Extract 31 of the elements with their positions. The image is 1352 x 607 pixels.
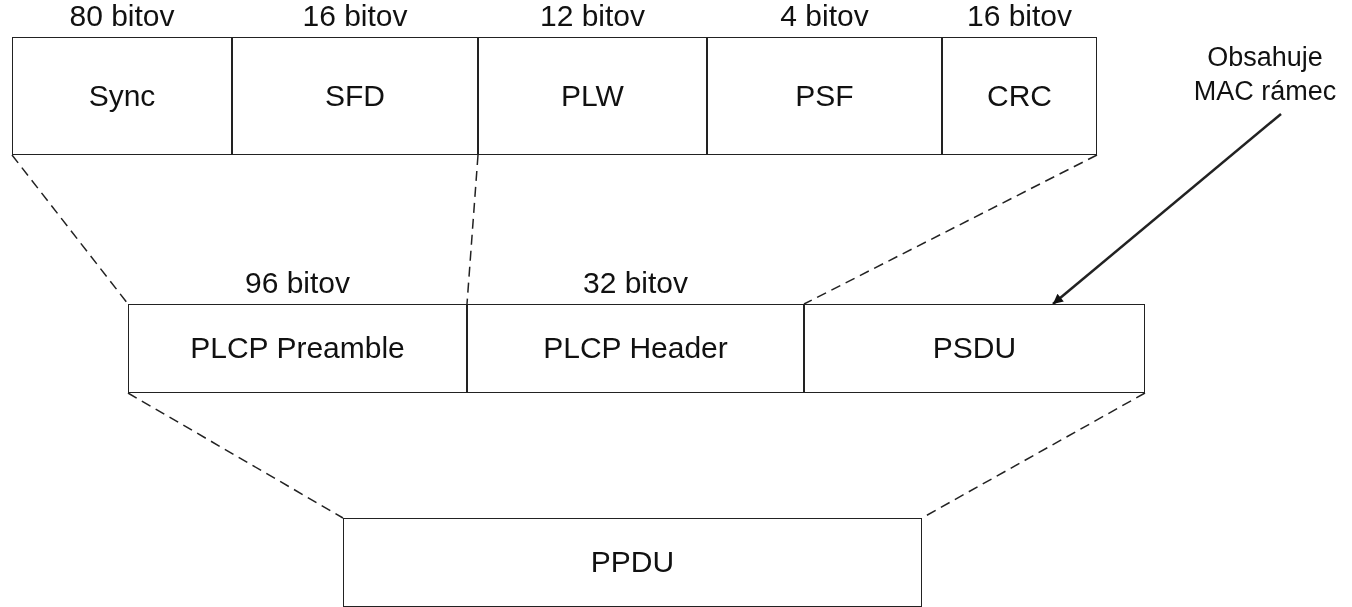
field-box [804,304,1145,393]
bit-length-label: 12 bitov [538,0,647,33]
field-box [707,37,942,155]
expansion-line [466,154,479,305]
bit-length-label: 16 bitov [301,0,409,33]
field-label: PLW [561,78,624,114]
field-box [478,37,707,155]
field-box [232,37,478,155]
field-label: CRC [987,78,1052,114]
field-box [343,518,922,607]
callout-note: Obsahuje MAC rámec [1192,41,1338,108]
field-label: Sync [88,78,156,114]
expansion-line [127,392,344,519]
field-label: PSF [795,78,854,114]
bit-length-label: 80 bitov [68,0,176,33]
field-label: SFD [325,78,385,114]
expansion-line [803,154,1098,305]
arrow [1052,113,1282,305]
field-label: PSDU [932,331,1017,366]
field-box [12,37,232,155]
field-label: PLCP Preamble [190,331,405,366]
bit-length-label: 96 bitov [243,266,352,300]
expansion-line [11,154,129,305]
field-box [942,37,1097,155]
bit-length-label: 32 bitov [581,266,690,300]
field-label: PLCP Header [543,331,728,366]
field-label: PPDU [590,545,675,580]
field-box [128,304,467,393]
field-box [467,304,804,393]
bit-length-label: 16 bitov [965,0,1074,33]
bit-length-label: 4 bitov [779,0,870,33]
